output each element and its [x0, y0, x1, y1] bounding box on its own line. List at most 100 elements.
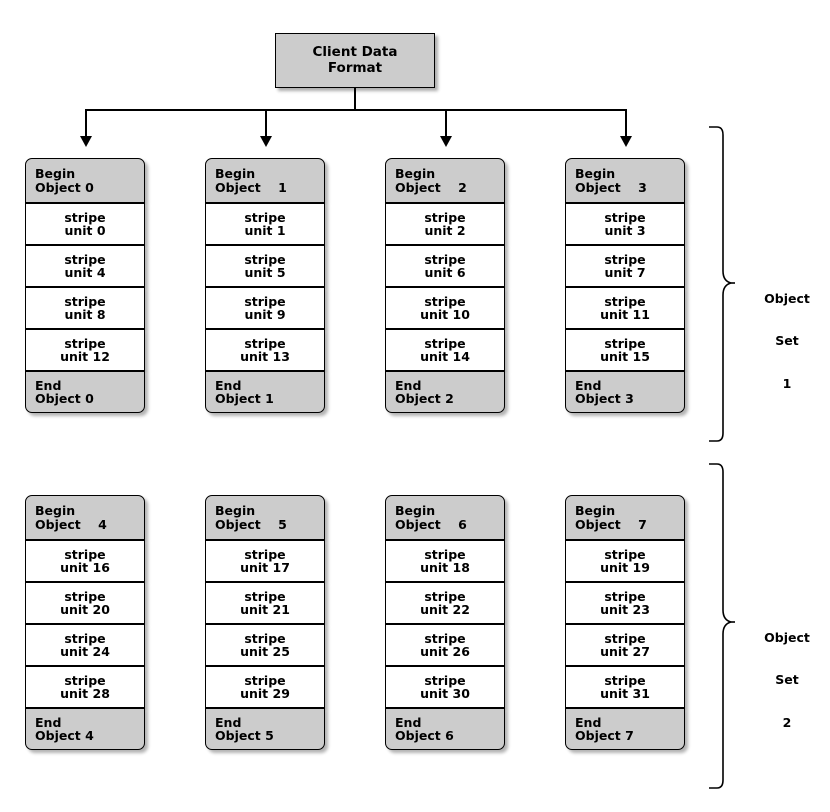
stripe-unit-box: stripe unit 27 [565, 624, 685, 666]
begin-label-line-2: Object 0 [35, 179, 94, 195]
connector-root-stub [354, 88, 356, 110]
stripe-label: stripe unit 18 [420, 546, 470, 575]
end-label-line-1: End [35, 714, 62, 730]
stripe-label: stripe unit 23 [600, 588, 650, 617]
stripe-unit-box: stripe unit 13 [205, 329, 325, 371]
begin-label-line-1: Begin [575, 503, 616, 518]
object-end-box: End Object 2 [385, 371, 505, 413]
stripe-unit-box: stripe unit 21 [205, 582, 325, 624]
stripe-label: stripe unit 3 [604, 209, 646, 238]
end-label-line-2: Object 3 [575, 391, 634, 406]
end-label-line-1: End [215, 377, 242, 393]
stripe-unit-box: stripe unit 31 [565, 666, 685, 708]
object-set-1-bracket [695, 125, 739, 449]
stripe-label: stripe unit 27 [600, 630, 650, 659]
arrowhead-col-2 [260, 136, 272, 147]
object-set-1-label: Object Set 1 [742, 263, 830, 420]
stripe-unit-box: stripe unit 9 [205, 287, 325, 329]
end-label-line-2: Object 4 [35, 728, 94, 743]
stripe-label: stripe unit 26 [420, 630, 470, 659]
stripe-label: stripe unit 10 [420, 293, 470, 322]
object-column-4: Begin Object 4 stripe unit 16 stripe uni… [25, 495, 145, 750]
stripe-unit-box: stripe unit 10 [385, 287, 505, 329]
object-begin-box: Begin Object 3 [565, 158, 685, 203]
stripe-label: stripe unit 31 [600, 672, 650, 701]
stripe-unit-box: stripe unit 8 [25, 287, 145, 329]
object-begin-box: Begin Object 0 [25, 158, 145, 203]
set-label-line-2: Set [775, 333, 799, 349]
stripe-label: stripe unit 15 [600, 335, 650, 364]
object-begin-box: Begin Object 6 [385, 495, 505, 540]
begin-label-line-2: Object 1 [215, 179, 287, 195]
end-label-line-2: Object 5 [215, 728, 274, 743]
stripe-unit-box: stripe unit 16 [25, 540, 145, 582]
brace-icon [709, 463, 739, 789]
begin-label-line-1: Begin [35, 166, 76, 181]
begin-label-line-2: Object 3 [575, 179, 647, 195]
end-label-line-2: Object 6 [395, 728, 454, 743]
stripe-unit-box: stripe unit 25 [205, 624, 325, 666]
connector-drop-col-4 [625, 109, 627, 139]
stripe-label: stripe unit 17 [240, 546, 290, 575]
object-begin-box: Begin Object 7 [565, 495, 685, 540]
stripe-unit-box: stripe unit 23 [565, 582, 685, 624]
object-column-2: Begin Object 2 stripe unit 2 stripe unit… [385, 158, 505, 413]
object-begin-box: Begin Object 1 [205, 158, 325, 203]
object-set-2-bracket [695, 462, 739, 796]
object-column-1: Begin Object 1 stripe unit 1 stripe unit… [205, 158, 325, 413]
object-set-2-label: Object Set 2 [742, 602, 830, 759]
stripe-label: stripe unit 22 [420, 588, 470, 617]
object-column-3: Begin Object 3 stripe unit 3 stripe unit… [565, 158, 685, 413]
stripe-label: stripe unit 19 [600, 546, 650, 575]
object-begin-box: Begin Object 4 [25, 495, 145, 540]
end-label-line-2: Object 1 [215, 391, 274, 406]
stripe-label: stripe unit 30 [420, 672, 470, 701]
stripe-unit-box: stripe unit 4 [25, 245, 145, 287]
stripe-unit-box: stripe unit 30 [385, 666, 505, 708]
begin-label-line-1: Begin [215, 503, 256, 518]
object-column-6: Begin Object 6 stripe unit 18 stripe uni… [385, 495, 505, 750]
end-label-line-2: Object 0 [35, 391, 94, 406]
stripe-label: stripe unit 8 [64, 293, 106, 322]
stripe-label: stripe unit 4 [64, 251, 106, 280]
stripe-label: stripe unit 0 [64, 209, 106, 238]
begin-label-line-2: Object 7 [575, 516, 647, 532]
stripe-unit-box: stripe unit 11 [565, 287, 685, 329]
stripe-label: stripe unit 7 [604, 251, 646, 280]
stripe-unit-box: stripe unit 7 [565, 245, 685, 287]
stripe-label: stripe unit 14 [420, 335, 470, 364]
begin-label-line-2: Object 2 [395, 179, 467, 195]
stripe-unit-box: stripe unit 24 [25, 624, 145, 666]
set-label-line-2: Set [775, 672, 799, 688]
object-end-box: End Object 0 [25, 371, 145, 413]
object-end-box: End Object 6 [385, 708, 505, 750]
end-label-line-1: End [35, 377, 62, 393]
stripe-label: stripe unit 25 [240, 630, 290, 659]
stripe-unit-box: stripe unit 1 [205, 203, 325, 245]
end-label-line-1: End [575, 714, 602, 730]
stripe-unit-box: stripe unit 29 [205, 666, 325, 708]
begin-label-line-1: Begin [575, 166, 616, 181]
stripe-unit-box: stripe unit 14 [385, 329, 505, 371]
connector-drop-col-2 [265, 109, 267, 139]
stripe-label: stripe unit 13 [240, 335, 290, 364]
stripe-unit-box: stripe unit 17 [205, 540, 325, 582]
set-label-line-1: Object [764, 629, 810, 645]
object-end-box: End Object 5 [205, 708, 325, 750]
arrowhead-col-1 [80, 136, 92, 147]
object-begin-box: Begin Object 2 [385, 158, 505, 203]
set-label-line-3: 2 [782, 715, 792, 730]
stripe-label: stripe unit 28 [60, 672, 110, 701]
stripe-unit-box: stripe unit 19 [565, 540, 685, 582]
stripe-label: stripe unit 11 [600, 293, 650, 322]
stripe-label: stripe unit 24 [60, 630, 110, 659]
root-title-line-1: Client Data [312, 44, 398, 61]
connector-horizontal-bus [85, 109, 626, 111]
object-column-0: Begin Object 0 stripe unit 0 stripe unit… [25, 158, 145, 413]
end-label-line-2: Object 7 [575, 728, 634, 743]
object-end-box: End Object 1 [205, 371, 325, 413]
stripe-label: stripe unit 12 [60, 335, 110, 364]
stripe-label: stripe unit 6 [424, 251, 466, 280]
stripe-label: stripe unit 21 [240, 588, 290, 617]
